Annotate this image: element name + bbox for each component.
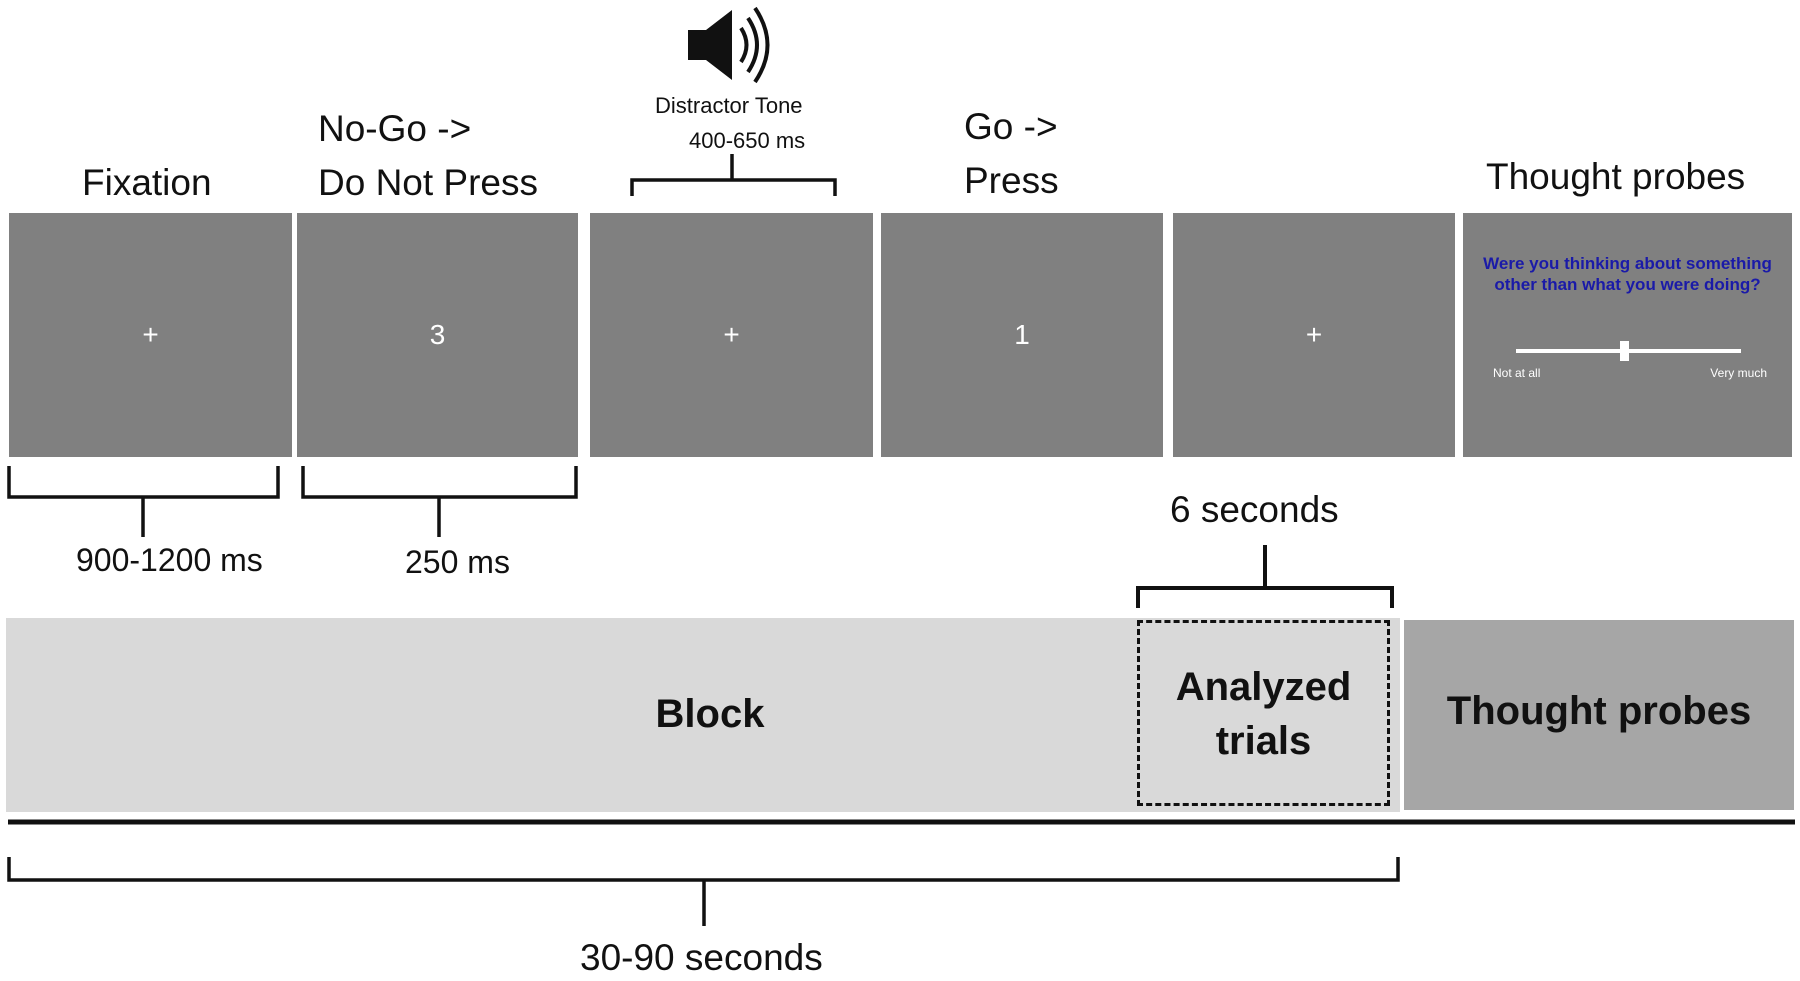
block-total-bracket [7,857,1400,926]
probe-label: Thought probes [1486,156,1746,197]
nogo-screen: 3 [297,213,578,457]
analyzed-trials-box [1137,620,1390,806]
probe-block [1404,620,1794,810]
nogo-label-line2: Do Not Press [318,162,539,203]
distractor-screen: + [590,213,873,457]
probe-screen: Were you thinking about something other … [1463,213,1792,457]
nogo-duration: 250 ms [405,544,510,580]
analyzed-label-line2: trials [1215,719,1312,763]
nogo-label-line1: No-Go -> [318,108,472,149]
go-label-line1: Go -> [964,106,1058,147]
go-digit: 1 [1014,319,1030,350]
fixation-bracket [7,466,280,537]
post-screen: + [1173,213,1455,457]
probe-slider-knob[interactable] [1620,341,1629,361]
probe-block-label: Thought probes [1446,689,1752,733]
go-label-line2: Press [964,160,1059,201]
block-total-duration: 30-90 seconds [580,937,823,978]
fixation-label: Fixation [82,162,212,203]
analyzed-label: Analyzed trials [1137,660,1390,768]
distractor-cross: + [723,319,740,350]
fixation-duration: 900-1200 ms [76,542,263,578]
scale-right-label: Very much [1710,366,1767,380]
nogo-digit: 3 [429,319,446,350]
probe-question: Were you thinking about something other … [1483,254,1772,294]
distractor-bracket [630,154,837,196]
distractor-label: Distractor Tone [655,93,803,118]
block-label: Block [655,692,765,736]
fixation-cross: + [142,319,159,350]
nogo-bracket [301,466,578,537]
distractor-duration: 400-650 ms [689,128,806,153]
post-cross: + [1305,319,1323,350]
analyzed-label-line1: Analyzed [1175,665,1352,709]
analyzed-bracket [1136,545,1394,608]
analyzed-duration: 6 seconds [1170,489,1339,530]
scale-left-label: Not at all [1493,366,1541,380]
fixation-screen: + [9,213,292,457]
go-screen: 1 [881,213,1163,457]
